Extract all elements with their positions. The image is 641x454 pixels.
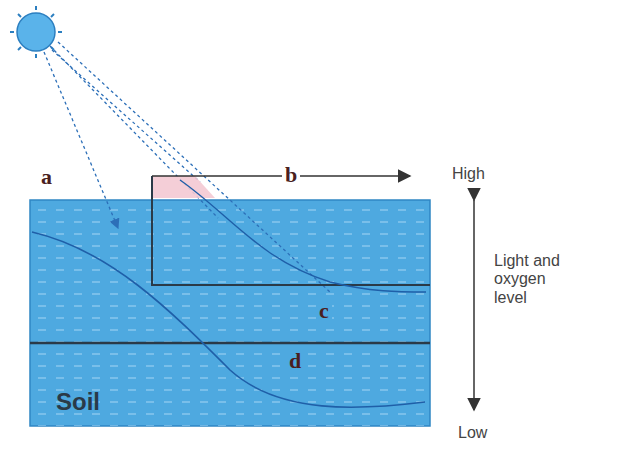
soil-label: Soil: [56, 388, 100, 416]
callout-letter: d: [286, 348, 304, 373]
level-label: Low: [458, 424, 487, 442]
callout-letter: c: [316, 298, 332, 323]
axis-label: Light and oxygen level: [494, 252, 572, 307]
sun: [10, 6, 62, 58]
callout-letter: b: [282, 162, 300, 187]
callout-letter: a: [38, 164, 55, 189]
level-label: High: [452, 165, 485, 183]
